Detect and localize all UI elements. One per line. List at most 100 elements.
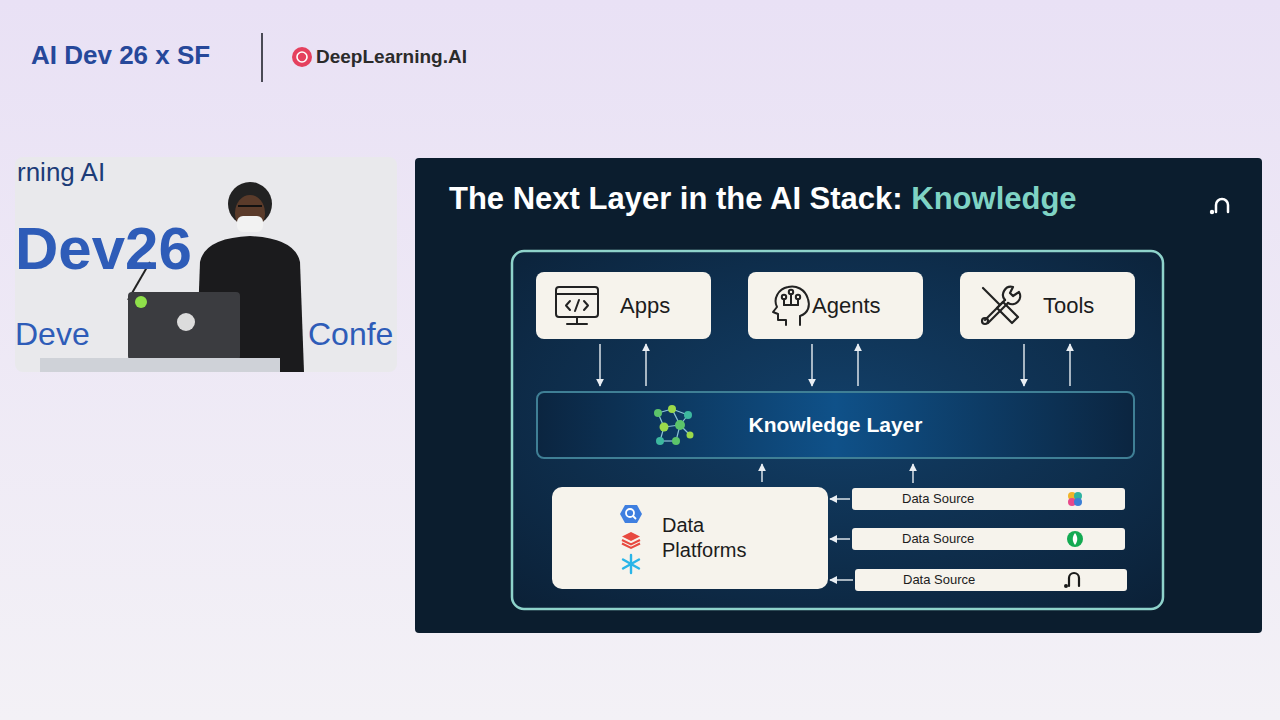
tool-icon [983,288,999,304]
flow-arrow [912,464,913,483]
data-platform-icons [623,560,639,569]
flow-arrow [645,344,646,386]
speaker-video [238,205,262,207]
data-platform-box: Data Platforms [552,487,828,589]
data-platform-icons [619,503,643,583]
slide [415,158,1262,633]
slide-logo [1210,210,1214,214]
agent-icon [789,290,793,294]
tool-icon [1003,287,1020,304]
knowledge-layer-band: Knowledge Layer [536,391,1135,459]
banner-text: Dev26 [15,214,192,283]
slide-title: The Next Layer in the AI Stack: Knowledg… [449,181,1077,217]
app-icon [584,301,588,310]
knowledge-graph-icon [687,432,694,439]
node-label: Agents [812,292,881,320]
app-icon [556,293,598,295]
knowledge-graph-icon [656,437,664,445]
slide [512,251,1163,609]
speaker-video [177,313,195,331]
node-label: Knowledge Layer [749,412,923,438]
flow-arrow [599,344,600,386]
app-icon [556,287,598,317]
agent-icon [796,295,800,299]
data-source-logo [1073,533,1078,545]
header-divider [261,33,263,82]
flow-arrow [830,579,853,580]
node-label: Apps [620,292,670,320]
flow-arrow [830,498,850,499]
data-source-logo [1063,571,1081,589]
data-source-logo [1069,573,1079,586]
app-icon [553,282,601,330]
flow-arrow [857,344,858,386]
data-platform-icons [623,560,639,569]
knowledge-graph-icon [672,437,680,445]
agent-icon [790,294,792,305]
organizer-name: DeepLearning.AI [316,46,467,68]
speaker-video [40,358,280,372]
speaker-video [15,157,397,372]
banner-text: Deve [15,316,90,353]
agent-icon [773,287,809,326]
tool-icon [982,318,988,324]
agent-icon [773,287,809,326]
header-divider [262,33,263,82]
knowledge-graph-icon [660,423,669,432]
banner-text: Confe [308,316,393,353]
knowledge-graph-icon [668,405,676,413]
data-source-logo [1066,530,1084,548]
event-name: AI Dev 26 x SF [31,41,210,71]
slide [415,158,1262,633]
data-platform-icons [622,544,640,549]
slide-logo [1210,199,1228,214]
data-platform-icons [622,532,640,541]
node-label: Data Platforms [662,513,762,563]
flow-arrow [1069,344,1070,386]
speaker-video [15,157,397,372]
flow-arrow [811,344,812,386]
agent-box: Agents [748,272,923,339]
knowledge-graph-icon [654,409,662,417]
agent-icon [784,304,798,306]
data-source-logo [1067,531,1083,547]
data-platform-icons [623,555,639,573]
data-platform-icons [620,505,642,523]
node-label: Data Source [902,491,974,507]
tool-box: Tools [960,272,1135,339]
tool-icon [982,287,1020,324]
app-icon [567,323,587,325]
flow-arrow [830,538,850,539]
app-box: Apps [536,272,711,339]
deeplearning-logo [297,52,307,62]
node-label: Data Source [902,531,974,547]
flow-arrow [1023,344,1024,386]
app-icon [556,287,598,324]
data-platform-icons [633,516,636,519]
data-source-box: Data Source [852,488,1125,510]
app-icon [566,301,570,310]
app-icon [576,317,578,323]
tool-icon [975,280,1025,330]
knowledge-graph-icon [675,420,685,430]
data-source-logo [1066,490,1084,508]
knowledge-graph-icon [650,403,696,449]
speaker-video [235,195,265,231]
data-source-box: Data Source [852,528,1125,550]
node-label: Data Source [903,572,975,588]
deeplearning-logo [292,47,312,67]
deeplearning-logo [292,47,312,67]
speaker-video [128,292,240,360]
data-source-logo [1074,498,1082,506]
agent-icon [782,295,786,299]
agent-icon [768,281,814,329]
data-platform-icons [626,509,634,517]
data-source-box: Data Source [855,569,1127,591]
banner-text: rning AI [17,158,105,188]
tool-icon [988,303,1008,323]
